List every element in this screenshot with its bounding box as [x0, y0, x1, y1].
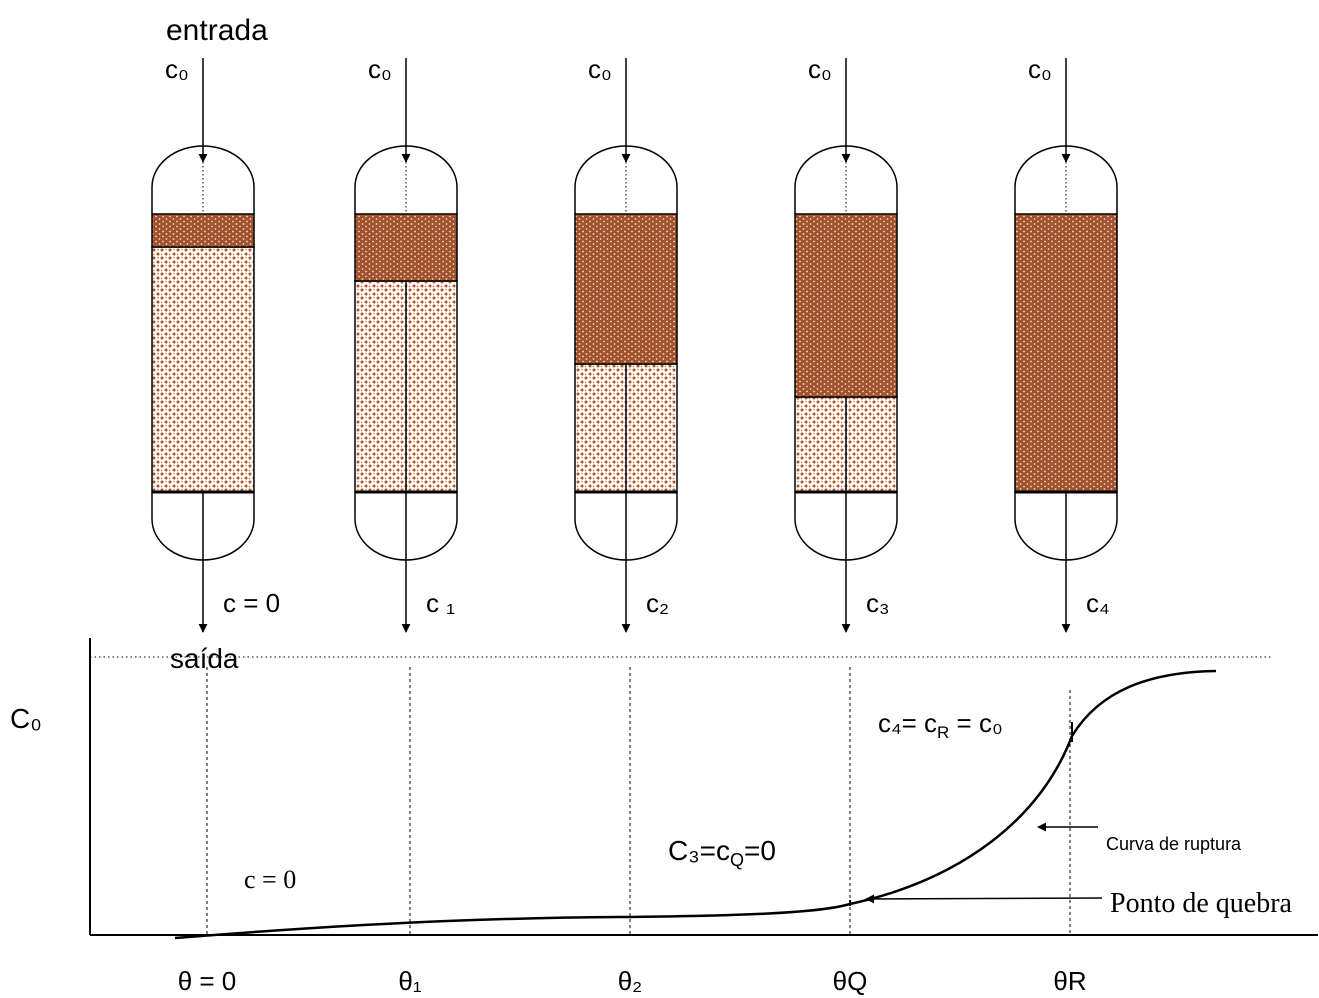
saturated-adsorbent-zone	[354, 213, 458, 282]
adsorption-column: c₀ c₄	[1014, 54, 1118, 633]
inlet-concentration: c₀	[808, 54, 832, 84]
break-point-label: Ponto de quebra	[1110, 888, 1293, 919]
c-zero-region-label: c = 0	[244, 865, 296, 894]
inlet-label: entrada	[166, 14, 268, 47]
time-label: θ₁	[398, 966, 421, 996]
outlet-concentration: c = 0	[223, 588, 280, 618]
outlet-concentration: c₂	[646, 588, 669, 618]
breakthrough-chart: saída C₀ c = 0 C₃=cQ=0 c₄= cR = c₀ Curva…	[10, 638, 1318, 940]
outlet-label: saída	[170, 643, 239, 674]
inlet-concentration: c₀	[165, 54, 189, 84]
time-label: θ = 0	[178, 966, 237, 996]
inlet-concentration: c₀	[588, 54, 612, 84]
adsorption-column: c₀ c = 0	[151, 54, 280, 633]
break-point-arrow	[865, 894, 1103, 904]
adsorption-column: c₀ c ₁	[354, 54, 458, 633]
breakthrough-curve	[174, 669, 1217, 940]
saturated-adsorbent-zone	[794, 213, 898, 398]
time-label: θQ	[833, 966, 868, 996]
time-label: θR	[1053, 966, 1086, 996]
c4-annotation: c₄= cR = c₀	[878, 708, 1003, 742]
c3-annotation: C₃=cQ=0	[668, 835, 776, 870]
fresh-adsorbent-zone	[151, 246, 255, 493]
curve-label: Curva de ruptura	[1106, 834, 1242, 854]
saturated-adsorbent-zone	[1014, 213, 1118, 493]
outlet-concentration: c₃	[866, 588, 890, 618]
inlet-concentration: c₀	[1028, 54, 1052, 84]
outlet-concentration: c₄	[1086, 588, 1110, 618]
time-label: θ₂	[618, 966, 643, 996]
saturated-adsorbent-zone	[151, 213, 255, 248]
c0-axis-label: C₀	[10, 703, 42, 734]
outlet-concentration: c ₁	[426, 588, 455, 618]
columns-layer: c₀ c = 0 θ = 0 c₀ c ₁ θ₁ c₀ c₂ θ₂ c₀ c₃ θQ c₀ c₄ θR	[151, 54, 1118, 996]
adsorption-column: c₀ c₃	[794, 54, 898, 633]
adsorption-column: c₀ c₂	[574, 54, 678, 633]
saturated-adsorbent-zone	[574, 213, 678, 365]
inlet-concentration: c₀	[368, 54, 392, 84]
